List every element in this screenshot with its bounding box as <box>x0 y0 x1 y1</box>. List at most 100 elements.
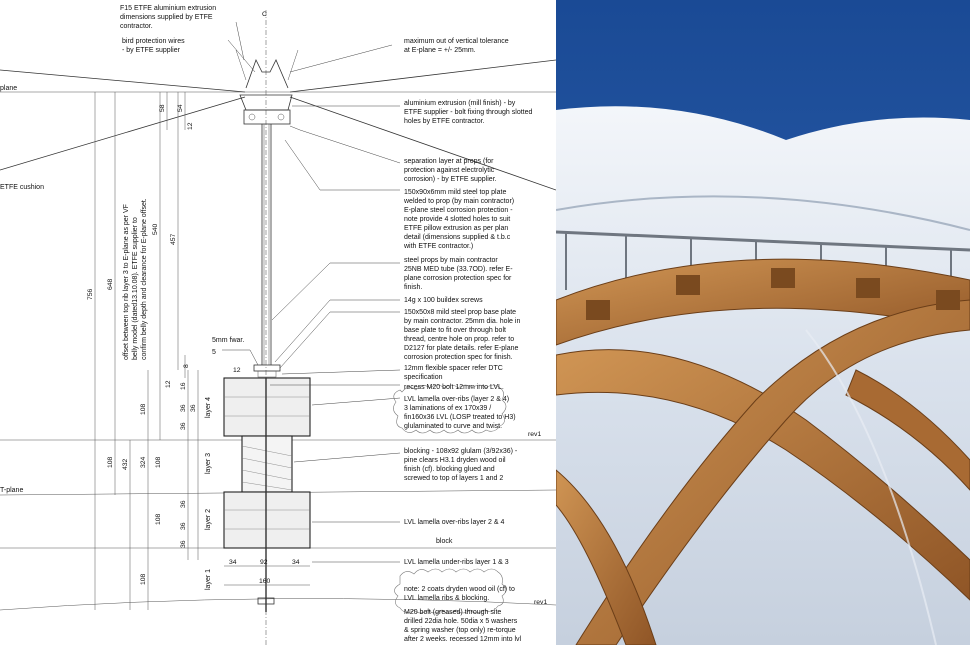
aluminium-extrusion <box>235 49 299 125</box>
photo-timber-canopy <box>556 0 970 645</box>
leader-birdwires <box>227 39 256 73</box>
note-overribs-1: LVL lamella over-ribs (layer 2 & 4) <box>404 396 509 403</box>
dim-648: 648 <box>107 278 114 290</box>
dim-12c: 12 <box>233 367 241 374</box>
note-baseplate-5: D2127 for plate details. refer E-plane <box>404 345 519 352</box>
leader-overribs <box>311 397 401 406</box>
note-separation-3: corrosion) - by ETFE supplier. <box>404 176 497 183</box>
steel-prop <box>253 124 281 378</box>
note-oil-2: LVL lamella ribs & blocking. <box>404 595 489 602</box>
detail-drawing: C plane ETFE cushion 756 64 <box>0 5 556 645</box>
dim-108a: 108 <box>140 403 147 415</box>
note-props-4: finish. <box>404 284 422 291</box>
layer-2-label: layer 2 <box>205 509 212 530</box>
dim-108b: 108 <box>107 456 114 468</box>
centre-mark: C <box>262 11 267 18</box>
dim-w160: 160 <box>259 578 271 585</box>
note-baseplate-4: thread, centre hole on prop. refer to <box>404 336 514 343</box>
membrane-seam <box>556 195 970 231</box>
note-bolt-2: drilled 22dia hole. 50dia x 5 washers <box>404 618 518 625</box>
layer-4-block <box>223 377 311 437</box>
rev-mark-1: rev1 <box>528 431 541 438</box>
note-baseplate-6: corrosion protection spec for finish. <box>404 354 513 361</box>
etfe-bottom-left <box>0 96 246 171</box>
note-topplate-4: note provide 4 slotted holes to suit <box>404 216 510 223</box>
dim-324: 324 <box>140 456 147 468</box>
weld-size: 5 <box>212 349 216 356</box>
note-baseplate-1: 150x50x8 mild steel prop base plate <box>404 309 516 316</box>
layer-1-label: layer 1 <box>205 569 212 590</box>
note-extrusion-3: contractor. <box>120 23 153 30</box>
note-overribs-4: glulaminated to curve and twist. <box>404 423 502 430</box>
plane-label: plane <box>0 85 17 92</box>
dim-12a: 12 <box>187 122 194 130</box>
note-extrusion-2: dimensions supplied by ETFE <box>120 14 213 21</box>
note-tolerance-2: at E-plane = +/- 25mm. <box>404 47 476 54</box>
note-screws: 14g x 100 buildex screws <box>404 297 483 304</box>
dim-432: 432 <box>122 458 129 470</box>
note-bolt-4: after 2 weeks. recessed 12mm into lvl <box>404 636 522 643</box>
dim-54: 54 <box>177 104 184 112</box>
note-separation-1: separation layer at props (for <box>404 158 494 165</box>
note-block: block <box>436 538 453 545</box>
note-tolerance-1: maximum out of vertical tolerance <box>404 38 509 45</box>
note-separation-2: protection against electrolytic <box>404 167 495 174</box>
note-props-3: plane corrosion protection spec for <box>404 275 512 282</box>
dim-36f: 36 <box>180 540 187 548</box>
photo-svg <box>556 0 970 645</box>
note-birdwires-1: bird protection wires <box>122 38 185 45</box>
leader-separation <box>289 125 401 164</box>
note-topplate-6: detail (dimensions supplied & t.b.c <box>404 234 511 241</box>
etfe-membrane <box>556 106 970 645</box>
timber-blocks <box>586 268 960 320</box>
offset-note-2: belly model (dated13.10.08). ETFE suppli… <box>132 217 139 360</box>
note-props-2: 25NB MED tube (33.7OD). refer E- <box>404 266 513 273</box>
dim-16: 16 <box>180 382 187 390</box>
note-mill-3: holes by ETFE contractor. <box>404 118 485 125</box>
aluminium-rail <box>556 230 970 252</box>
dim-36b: 36 <box>180 422 187 430</box>
timber-rib-c <box>556 469 657 645</box>
dim-36d: 36 <box>180 500 187 508</box>
cushion-label: ETFE cushion <box>0 184 44 191</box>
leader-baseplate <box>279 311 400 369</box>
note-spacer-2: specification <box>404 374 443 381</box>
note-baseplate-3: base plate to fit over through bolt <box>404 327 506 334</box>
dim-457: 457 <box>170 233 177 245</box>
dim-w34b: 34 <box>292 559 300 566</box>
dim-540: 540 <box>152 223 159 235</box>
note-overribs-short: LVL lamella over-ribs layer 2 & 4 <box>404 519 504 526</box>
weld-note: 5mm fwar. <box>212 337 244 344</box>
note-recess: recess M20 bolt 12mm into LVL. <box>404 384 504 391</box>
leader-extrusion <box>235 21 245 61</box>
note-birdwires-2: - by ETFE supplier <box>122 47 181 54</box>
note-topplate-2: welded to prop (by main contractor) <box>403 198 514 205</box>
dim-w34a: 34 <box>229 559 237 566</box>
bolt-washer <box>257 597 275 605</box>
dim-8: 8 <box>183 364 190 368</box>
note-oil-1: note: 2 coats dryden wood oil (cf) to <box>404 586 515 593</box>
note-overribs-2: 3 laminations of ex 170x39 / <box>404 405 491 412</box>
leader-tolerance <box>289 44 393 73</box>
weld-leader <box>222 349 259 366</box>
leader-blocking <box>293 452 401 463</box>
vertical-dimensions <box>94 92 199 610</box>
note-baseplate-2: by main contractor. 25mm dia. hole in <box>404 318 520 325</box>
dim-108d: 108 <box>155 513 162 525</box>
offset-note-3: confirm belly depth and clearance for E-… <box>141 198 148 360</box>
note-topplate-3: E-plane steel corrosion protection - <box>404 207 513 214</box>
note-underribs: LVL lamella under-ribs layer 1 & 3 <box>404 559 509 566</box>
revision-cloud-2 <box>394 568 507 614</box>
dim-36a: 36 <box>180 404 187 412</box>
note-blocking-1: blocking - 108x92 glulam (3/92x36) - <box>404 448 518 455</box>
offset-note-1: offset between top rib layer 3 to E-plan… <box>123 204 130 360</box>
note-overribs-3: fin160x36 LVL (LOSP treated to H3) <box>404 414 516 421</box>
dim-36e: 36 <box>180 522 187 530</box>
etfe-bottom-right <box>289 96 556 191</box>
etfe-top-left <box>0 69 246 93</box>
dim-58: 58 <box>159 104 166 112</box>
dim-756: 756 <box>87 288 94 300</box>
leader-topplate <box>284 139 400 191</box>
t-plane-label: T-plane <box>0 487 23 494</box>
note-extrusion-1: F15 ETFE aluminium extrusion <box>120 5 216 12</box>
